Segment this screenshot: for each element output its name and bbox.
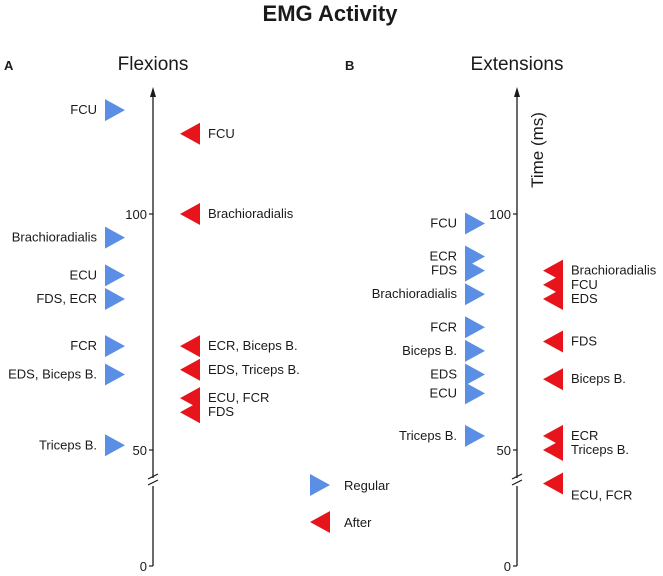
flexions-regular-marker-fcr <box>105 335 125 358</box>
extensions-after-marker-triceps-b <box>543 439 563 461</box>
extensions-after-marker-biceps-b <box>543 368 563 391</box>
legend-regular-marker <box>310 474 330 496</box>
extensions-regular-label-brachioradialis: Brachioradialis <box>372 286 458 301</box>
figure-title: EMG Activity <box>263 1 399 26</box>
flexions-regular-marker-ecu <box>105 264 125 287</box>
flexions-regular-label-fds-ecr: FDS, ECR <box>36 291 97 306</box>
extensions-after-label-ecu-fcr: ECU, FCR <box>571 487 632 502</box>
extensions-regular-marker-eds <box>465 363 485 386</box>
flexions-after-marker-brachioradialis <box>180 203 200 225</box>
flexions-tick-label-0: 0 <box>140 559 147 574</box>
extensions-regular-marker-fds <box>465 259 485 282</box>
flexions-after-label-ecr-biceps-b: ECR, Biceps B. <box>208 338 298 353</box>
flexions-regular-label-eds-biceps-b: EDS, Biceps B. <box>8 366 97 381</box>
extensions-after-marker-ecr <box>543 424 563 447</box>
flexions-after-marker-ecr-biceps-b <box>180 335 200 358</box>
flexions-tick-label-50: 50 <box>133 443 147 458</box>
flexions-axis-break-mark <box>147 473 159 480</box>
flexions-after-label-fcu: FCU <box>208 126 235 141</box>
flexions-axis-arrow <box>150 87 156 97</box>
flexions-regular-marker-fds-ecr <box>105 287 125 310</box>
extensions-regular-marker-ecr <box>465 245 485 268</box>
extensions-regular-label-fcr: FCR <box>430 319 457 334</box>
extensions-tick-label-0: 0 <box>504 559 511 574</box>
panel-title-flexions: Flexions <box>118 54 189 75</box>
extensions-regular-label-fcu: FCU <box>430 215 457 230</box>
extensions-regular-label-triceps-b: Triceps B. <box>399 428 457 443</box>
extensions-regular-marker-biceps-b <box>465 339 485 362</box>
extensions-after-marker-fds <box>543 330 563 353</box>
flexions-regular-label-brachioradialis: Brachioradialis <box>12 230 98 245</box>
extensions-regular-marker-triceps-b <box>465 424 485 447</box>
flexions-after-marker-fds <box>180 401 200 424</box>
extensions-axis-break-mark <box>511 473 523 480</box>
extensions-regular-marker-fcr <box>465 316 485 339</box>
extensions-after-label-fcu: FCU <box>571 277 598 292</box>
axis-extensions <box>511 87 523 566</box>
extensions-regular-marker-brachioradialis <box>465 283 485 306</box>
extensions-after-label-eds: EDS <box>571 291 598 306</box>
extensions-regular-marker-fcu <box>465 212 485 235</box>
extensions-after-marker-fcu <box>543 273 563 296</box>
flexions-regular-label-fcu: FCU <box>70 102 97 117</box>
flexions-regular-label-ecu: ECU <box>70 267 97 282</box>
extensions-regular-label-eds: EDS <box>430 366 457 381</box>
extensions-after-marker-brachioradialis <box>543 259 563 282</box>
legend-after-marker <box>310 511 330 533</box>
ticks-flexions: 100 50 0 <box>125 207 153 574</box>
flexions-regular-marker-brachioradialis <box>105 226 125 249</box>
flexions-tick-label-100: 100 <box>125 207 147 222</box>
extensions-tick-label-100: 100 <box>489 207 511 222</box>
flexions-after-label-fds: FDS <box>208 404 234 419</box>
extensions-after-label-fds: FDS <box>571 333 597 348</box>
extensions-regular-label-biceps-b: Biceps B. <box>402 343 457 358</box>
axis-flexions <box>147 87 159 566</box>
flexions-after-label-eds-triceps-b: EDS, Triceps B. <box>208 362 300 377</box>
flexions-after-marker-eds-triceps-b <box>180 358 200 381</box>
flexions-regular-marker-triceps-b <box>105 434 125 457</box>
extensions-after-label-ecr: ECR <box>571 428 598 443</box>
panel-letter-b: B <box>345 58 354 73</box>
flexions-after-marker-ecu-fcr <box>180 387 200 410</box>
flexions-regular-marker-fcu <box>105 99 125 122</box>
extensions-regular-label-ecu: ECU <box>430 385 457 400</box>
extensions-after-marker-eds <box>543 287 563 310</box>
extensions-axis-break-mark <box>511 479 523 486</box>
extensions-tick-label-50: 50 <box>497 443 511 458</box>
ticks-extensions: 100 50 0 <box>489 207 517 574</box>
extensions-regular-label-fds: FDS <box>431 263 457 278</box>
flexions-regular-label-fcr: FCR <box>70 338 97 353</box>
flexions-after-label-brachioradialis: Brachioradialis <box>208 206 294 221</box>
extensions-after-label-biceps-b: Biceps B. <box>571 371 626 386</box>
extensions-after-marker-ecu-fcr <box>543 472 563 495</box>
extensions-after-label-triceps-b: Triceps B. <box>571 442 629 457</box>
axis-title-time: Time (ms) <box>528 112 547 188</box>
flexions-after-label-ecu-fcr: ECU, FCR <box>208 390 269 405</box>
extensions-regular-marker-ecu <box>465 382 485 405</box>
legend-regular-label: Regular <box>344 478 390 493</box>
flexions-regular-marker-eds-biceps-b <box>105 363 125 386</box>
panel-title-extensions: Extensions <box>471 54 564 75</box>
extensions-axis-arrow <box>514 87 520 97</box>
panel-letter-a: A <box>4 58 14 73</box>
extensions-regular-label-ecr: ECR <box>430 248 457 263</box>
flexions-regular-label-triceps-b: Triceps B. <box>39 437 97 452</box>
legend: Regular After <box>310 474 390 533</box>
flexions-after-marker-fcu <box>180 122 200 145</box>
extensions-after-label-brachioradialis: Brachioradialis <box>571 263 657 278</box>
flexions-axis-break-mark <box>147 479 159 486</box>
legend-after-label: After <box>344 515 372 530</box>
